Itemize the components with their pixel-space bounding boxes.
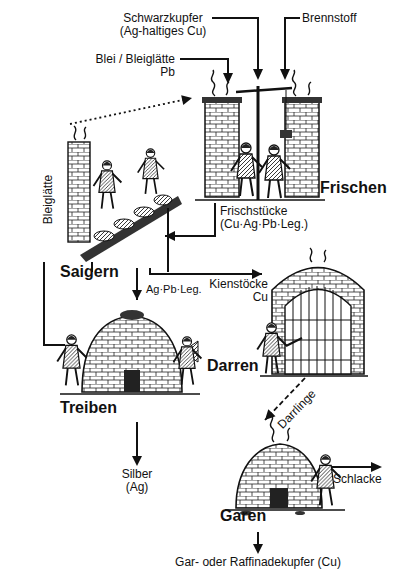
treiben-illustration (82, 316, 182, 392)
stage-title: Darren (207, 356, 259, 375)
flow-label: Kienstöcke Cu (200, 278, 268, 304)
flow-connector (132, 268, 142, 300)
saigern-illustration (154, 195, 172, 205)
frischen-illustration (236, 88, 292, 92)
stage-title: Garen (220, 506, 266, 525)
flow-connector (44, 95, 192, 345)
flow-arrows (280, 69, 290, 80)
stage-title: Frischen (320, 178, 387, 197)
flow-label: Frischstücke (Cu·Ag·Pb·Leg.) (220, 205, 315, 231)
frischen-illustration (231, 143, 262, 196)
process-stage: Darren (262, 243, 370, 378)
process-stage: Saigern (60, 118, 165, 268)
frischen-illustration (286, 90, 287, 130)
darren-illustration (310, 248, 326, 262)
saigern-illustration (74, 126, 86, 140)
flow-arrows (212, 18, 258, 70)
flow-label: Darrlinge (272, 384, 322, 435)
flow-arrows (371, 462, 382, 472)
treiben-illustration (124, 370, 140, 392)
saigern-illustration (68, 126, 182, 272)
material-label: Gar- oder Raffinadekupfer (Cu) (173, 556, 343, 569)
saigern-illustration (94, 231, 114, 241)
material-label: Blei / Bleiglätte Pb (85, 53, 175, 79)
saigern-illustration (134, 207, 154, 217)
darren-illustration (285, 286, 351, 374)
arrow-head (181, 95, 192, 105)
material-label: Schlacke (333, 473, 382, 486)
saigern-illustration (68, 142, 90, 242)
garen-illustration (236, 444, 322, 508)
flow-arrows (257, 532, 259, 545)
arrow-head (132, 290, 142, 300)
frischen-illustration (195, 70, 325, 200)
treiben-illustration (57, 310, 201, 394)
frischen-illustration (282, 97, 322, 103)
garen-illustration (295, 511, 305, 515)
frischen-illustration (285, 102, 319, 197)
frischen-illustration (205, 102, 239, 197)
material-label: Brennstoff (302, 12, 356, 25)
darren-illustration (257, 248, 368, 376)
connector-line (70, 98, 192, 124)
flow-arrows (132, 18, 382, 554)
flow-label: Bleiglätte (42, 170, 55, 230)
frischen-illustration (195, 199, 325, 201)
saigern-illustration (80, 196, 182, 262)
treiben-illustration (174, 337, 202, 385)
flow-arrows (132, 456, 142, 466)
stage-title: Treiben (60, 398, 117, 417)
connector-line (150, 268, 262, 274)
flow-arrows (253, 69, 263, 80)
saigern-illustration (138, 149, 164, 194)
saigern-illustration (92, 208, 168, 272)
frischen-illustration (202, 97, 242, 103)
darren-illustration (257, 323, 286, 373)
frischen-illustration (257, 86, 260, 200)
process-stage: Frischen (192, 75, 387, 203)
treiben-illustration (120, 310, 144, 320)
frischen-illustration (292, 70, 311, 96)
process-stage: Treiben (65, 300, 195, 395)
treiben-illustration (60, 393, 200, 395)
flow-arrows (223, 73, 233, 84)
arrow-head (265, 409, 276, 420)
flow-arrows (285, 18, 300, 70)
process-stage: Garen (225, 420, 340, 515)
flow-arrows (136, 422, 138, 457)
saigern-illustration (114, 219, 134, 229)
arrow-head (165, 231, 175, 241)
frischen-illustration (259, 145, 290, 198)
flow-label: Ag·Pb·Leg. (146, 283, 202, 296)
flow-arrows (332, 466, 372, 468)
connector-line (165, 203, 215, 236)
treiben-illustration (57, 335, 86, 385)
garen-illustration (270, 488, 288, 508)
saigern-illustration (94, 161, 122, 209)
flow-arrows (180, 59, 228, 74)
darren-illustration (260, 375, 368, 377)
darren-illustration (286, 338, 302, 346)
frischen-illustration (280, 130, 292, 138)
darren-illustration (272, 268, 364, 375)
material-label: Schwarzkupfer (Ag-haltiges Cu) (113, 12, 213, 38)
flow-connector (165, 203, 215, 241)
stage-title: Saigern (60, 262, 119, 281)
material-label: Silber (Ag) (112, 468, 162, 494)
flow-arrows (253, 544, 263, 554)
